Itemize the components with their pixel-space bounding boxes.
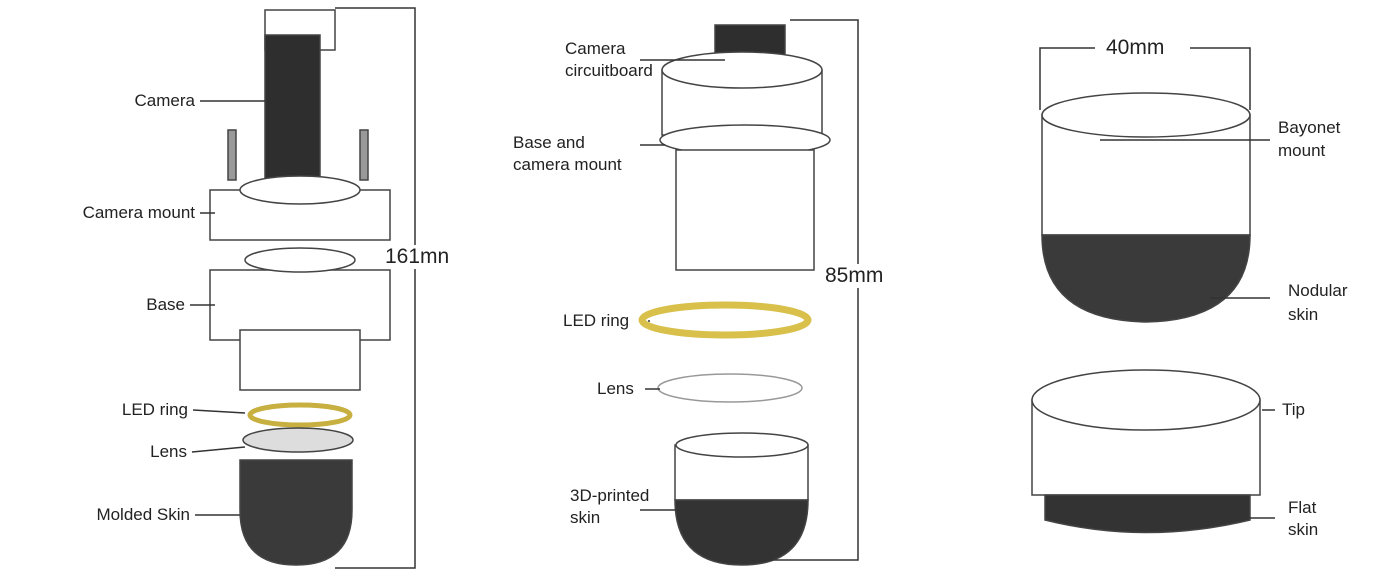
label-base-mount-2: camera mount (513, 155, 622, 174)
label-circuitboard-2: circuitboard (565, 61, 653, 80)
label-molded-skin: Molded Skin (96, 505, 190, 524)
dimension-85: 85mm (825, 264, 884, 288)
base-mount-part (675, 149, 815, 271)
label-base-mount-1: Base and (513, 133, 585, 152)
label-base: Base (146, 295, 185, 314)
screw (227, 129, 237, 181)
left-assembly (209, 9, 391, 566)
label-nodular-2: skin (1288, 305, 1319, 324)
label-camera-mount: Camera mount (82, 203, 195, 222)
label-lens-mid: Lens (597, 379, 634, 398)
label-nodular-1: Nodular (1288, 281, 1348, 300)
right-assembly (1031, 92, 1261, 534)
lens-part (242, 427, 354, 453)
middle-leader-lines (640, 19, 859, 561)
label-skin-1: 3D-printed (570, 486, 650, 505)
label-tip: Tip (1282, 400, 1305, 419)
label-flat-2: skin (1288, 520, 1319, 539)
label-bayonet-1: Bayonet (1278, 118, 1341, 137)
label-lens: Lens (150, 442, 187, 461)
label-camera: Camera (134, 91, 195, 110)
screw (359, 129, 369, 181)
dimension-161: 161mn (385, 245, 450, 269)
camera-cylinder (264, 34, 321, 196)
left-leader-lines (190, 7, 416, 569)
label-circuitboard-1: Camera (565, 39, 626, 58)
led-ring-part (638, 301, 812, 339)
nodular-skin-part (1041, 234, 1251, 323)
middle-assembly (638, 24, 831, 566)
label-skin-2: skin (570, 508, 601, 527)
label-led-ring-mid: LED ring (563, 311, 630, 330)
label-led-ring: LED ring (121, 400, 188, 419)
lens-part (657, 373, 803, 403)
label-flat-1: Flat (1288, 498, 1317, 517)
flat-skin-part (1044, 494, 1251, 534)
dimension-40: 40mm (1106, 36, 1165, 59)
molded-skin-part (239, 459, 353, 566)
led-ring-part (247, 402, 353, 428)
right-leader-lines (1039, 47, 1275, 519)
printed-skin-part (674, 499, 809, 566)
label-bayonet-2: mount (1278, 141, 1326, 160)
